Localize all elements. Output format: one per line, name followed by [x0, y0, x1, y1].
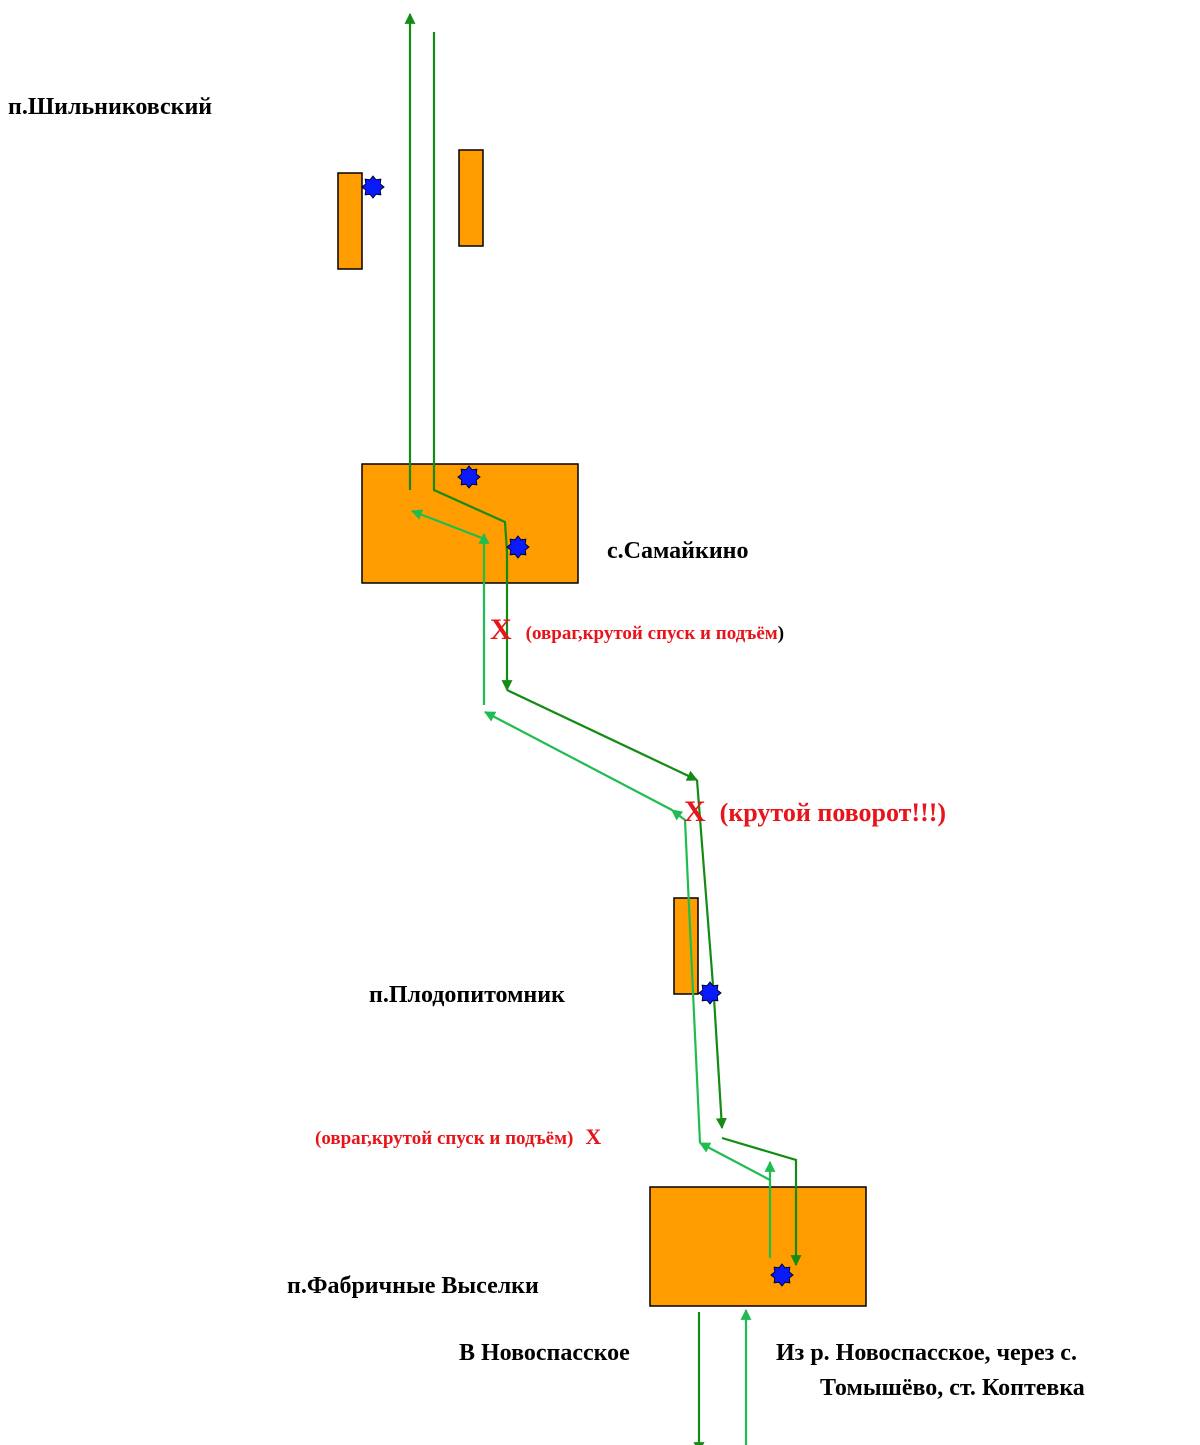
label-from-novospasskoe-2: Томышёво, ст. Коптевка — [820, 1375, 1085, 1401]
stop-star-icon — [457, 465, 481, 489]
route-light-diag-low — [699, 1142, 771, 1181]
stop-star-icon — [770, 1263, 794, 1287]
hazard-x-icon: X — [684, 795, 706, 828]
hazard-x-icon: X — [585, 1124, 602, 1149]
route-segment-south — [721, 1136, 802, 1267]
hazard-ravine-1-paren: ) — [777, 623, 785, 644]
label-to-novospasskoe: В Новоспасское — [459, 1340, 630, 1366]
route-segment-mid — [695, 779, 727, 1130]
label-plodopitomnik: п.Плодопитомник — [369, 982, 565, 1008]
stop-star-icon — [361, 175, 385, 199]
route-light-mid — [671, 809, 702, 1144]
label-fabrichnye: п.Фабричные Выселки — [287, 1273, 539, 1299]
hazard-sharp-turn: X (крутой поворот!!!) — [684, 795, 946, 829]
hazard-ravine-2: (овраг,крутой спуск и подъём) X — [315, 1124, 601, 1150]
fabrichnye-block — [649, 1186, 867, 1307]
label-from-novospasskoe-1: Из р. Новоспасское, через с. — [776, 1340, 1077, 1366]
route-south-main — [432, 32, 513, 692]
label-shilnikovsky: п.Шильниковский — [8, 94, 213, 120]
route-light-into-samaykino — [410, 509, 483, 540]
label-samaykino: с.Самайкино — [607, 538, 749, 564]
shilnikovsky-block-left — [337, 172, 363, 270]
shilnikovsky-block-right — [458, 149, 484, 247]
hazard-x-icon: X — [490, 613, 512, 646]
route-light-diag-up — [484, 711, 673, 811]
route-segment-diag1 — [506, 689, 698, 781]
hazard-ravine-2-text: (овраг,крутой спуск и подъём) — [315, 1128, 574, 1149]
route-dark — [404, 12, 802, 1445]
stop-star-icon — [506, 535, 530, 559]
hazard-sharp-turn-text: (крутой поворот!!!) — [719, 798, 947, 827]
hazard-ravine-1-text: (овраг,крутой спуск и подъём — [525, 623, 778, 644]
stop-star-icon — [698, 981, 722, 1005]
hazard-ravine-1: X (овраг,крутой спуск и подъём) — [490, 613, 784, 647]
route-light — [410, 509, 776, 1445]
plodopitomnik-block — [673, 897, 699, 995]
